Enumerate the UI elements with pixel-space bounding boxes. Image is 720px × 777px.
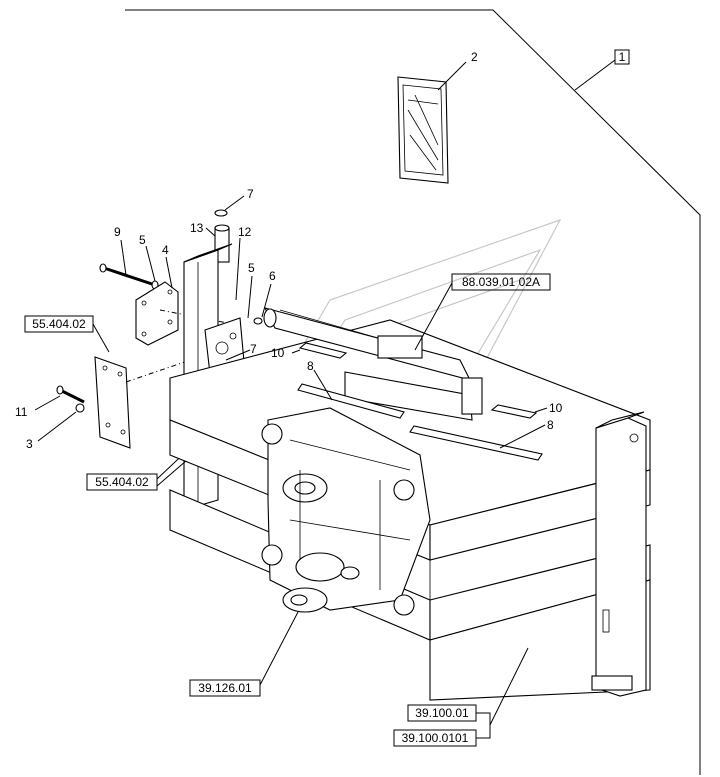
callout-8b: 8: [547, 418, 554, 432]
part-2-decal: [397, 76, 449, 184]
callout-7a: 7: [247, 187, 254, 201]
part-8-strip-right: [409, 425, 543, 461]
ref-bracket-39100: [476, 712, 491, 739]
callout-4: 4: [162, 243, 169, 257]
leader-8a: [313, 369, 333, 401]
part-11-screw: [56, 385, 85, 404]
callout-5b: 5: [248, 261, 255, 275]
ref-box-88039: [451, 273, 551, 291]
side-shift-cylinder: [263, 307, 483, 421]
callout-10a: 10: [271, 346, 285, 360]
leader-5a: [145, 245, 156, 282]
callout-9: 9: [114, 225, 121, 239]
part-6-nut: [253, 317, 263, 325]
callout-12: 12: [238, 225, 252, 239]
callout-11: 11: [15, 405, 28, 419]
mast-right-upright: [595, 411, 647, 697]
part-7-ring-top: [214, 209, 228, 217]
leader-10a: [291, 349, 301, 354]
leader-7a: [224, 195, 245, 211]
ref-39126: 39.126.01: [198, 681, 252, 695]
assembly-ref-box: [614, 49, 630, 65]
leader-9: [120, 239, 127, 276]
callout-8a: 8: [307, 359, 314, 373]
callout-2: 2: [471, 50, 478, 64]
part-3-mount-plate: [94, 356, 131, 449]
callout-6: 6: [269, 269, 276, 283]
assembly-ref-label: 1: [619, 50, 626, 64]
leader-4: [165, 256, 173, 289]
frame-foot: [591, 675, 633, 691]
ref-box-39126: [189, 679, 261, 697]
callout-7b: 7: [250, 342, 257, 356]
leader-12: [235, 237, 241, 301]
leader-8b: [499, 424, 546, 449]
callout-5a: 5: [139, 233, 146, 247]
ref-39100: 39.100.01: [415, 706, 469, 720]
leader-39100: [489, 647, 529, 726]
leader-6: [261, 283, 272, 318]
ref-55404-top: 55.404.02: [32, 317, 86, 331]
part-8-strip-left: [297, 383, 405, 419]
tow-hitch-assembly: [261, 407, 431, 616]
leader-13: [205, 227, 216, 237]
ref-88039: 88.039.01 02A: [462, 275, 540, 289]
leader-3: [37, 411, 77, 442]
callout-10b: 10: [549, 401, 563, 415]
part-3-washer: [75, 403, 85, 413]
leader-11: [34, 395, 61, 411]
ref-box-55404-bottom: [86, 473, 158, 491]
callout-13: 13: [190, 221, 204, 235]
callout-3: 3: [26, 437, 33, 451]
part-10-pad-right: [490, 404, 538, 419]
ref-55404-bottom: 55.404.02: [95, 475, 149, 489]
leader-55404-top: [92, 323, 110, 353]
leader-2: [437, 61, 467, 91]
leader-39126: [259, 611, 299, 686]
assembly-bracket-line: [125, 9, 701, 775]
leader-10b: [534, 407, 548, 413]
part-9-bolt: [99, 263, 153, 286]
leader-7b: [225, 349, 251, 361]
part-10-pad-left: [298, 342, 348, 359]
leader-88039: [414, 282, 453, 351]
ref-39100-0101: 39.100.0101: [402, 731, 469, 745]
assembly-ref-leader: [574, 59, 616, 91]
part-4-cover-plate: [135, 281, 179, 346]
leader-5b: [247, 275, 253, 319]
centerline-plate: [125, 349, 221, 383]
